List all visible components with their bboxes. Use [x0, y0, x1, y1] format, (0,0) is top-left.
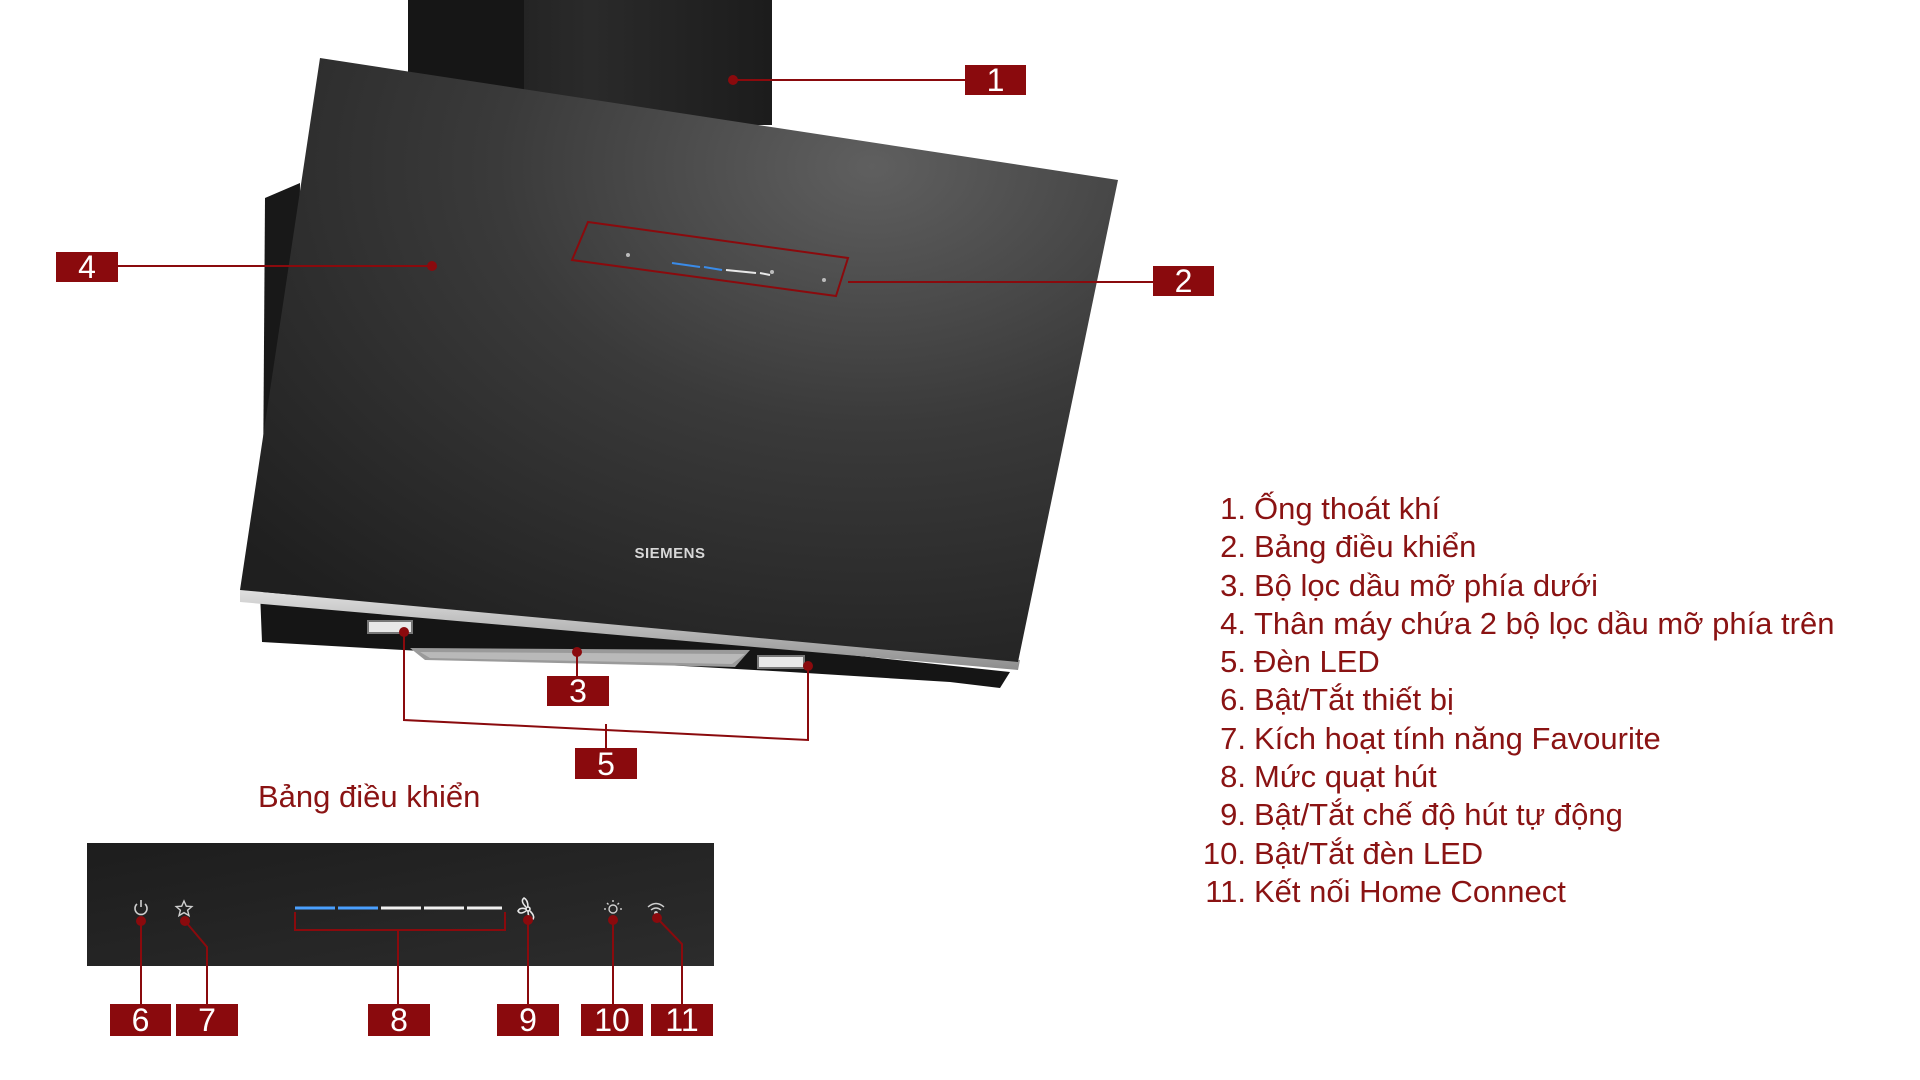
callout-3: 3 [547, 675, 609, 707]
legend-item-text: Thân máy chứa 2 bộ lọc dầu mỡ phía trên [1254, 605, 1835, 641]
leader-line-7 [184, 920, 208, 1004]
leader-dot-4 [427, 261, 437, 271]
legend-item-number: 2. [1220, 529, 1246, 565]
legend-item-number: 8. [1220, 759, 1246, 795]
legend-item-text: Kích hoạt tính năng Favourite [1254, 720, 1661, 756]
control-panel-title: Bảng điều khiển [258, 779, 481, 814]
legend-item: 8.Mức quạt hút [1192, 758, 1834, 796]
steel-trim [240, 590, 1020, 670]
legend-item: 7.Kích hoạt tính năng Favourite [1192, 720, 1834, 758]
legend-item-text: Bảng điều khiển [1254, 529, 1477, 565]
power-icon [134, 900, 148, 916]
glass-front-panel [240, 58, 1118, 662]
legend-item: 11.Kết nối Home Connect [1192, 873, 1834, 911]
legend-item-number: 4. [1220, 605, 1246, 641]
legend-item-number: 5. [1220, 644, 1246, 680]
callout-7: 7 [176, 1004, 238, 1036]
legend-item-number: 9. [1220, 797, 1246, 833]
callout-4: 4 [56, 251, 118, 283]
legend-item-text: Đèn LED [1254, 644, 1380, 680]
legend-item-number: 11. [1205, 873, 1246, 909]
lower-grease-filter-mesh [420, 652, 745, 664]
leader-dots [399, 75, 813, 671]
callout-10: 10 [581, 1004, 643, 1036]
strip-star-icon [626, 253, 630, 257]
legend-item: 6.Bật/Tắt thiết bị [1192, 681, 1834, 719]
legend-item: 1.Ống thoát khí [1192, 490, 1834, 528]
legend-item-text: Bộ lọc dầu mỡ phía dưới [1254, 567, 1599, 603]
fan-level-bar-1 [671, 262, 701, 268]
callout-9: 9 [497, 1004, 559, 1036]
leader-line-11 [656, 917, 683, 1004]
led-lamp-right [757, 655, 805, 669]
light-icon [604, 900, 622, 914]
callout-5: 5 [575, 748, 637, 780]
callout-1: 1 [965, 64, 1026, 96]
legend-item-number: 6. [1220, 682, 1246, 718]
legend-item: 3.Bộ lọc dầu mỡ phía dưới [1192, 567, 1834, 605]
legend-item-text: Kết nối Home Connect [1254, 873, 1566, 909]
brand-logo-text: SIEMENS [634, 545, 705, 562]
panel-leader-dots [136, 913, 662, 926]
legend-item-number: 3. [1220, 567, 1246, 603]
legend-item: 10.Bật/Tắt đèn LED [1192, 835, 1834, 873]
leader-dot-5-left [399, 627, 409, 637]
panel-leader-lines [140, 912, 683, 1004]
legend-item-text: Mức quạt hút [1254, 759, 1437, 795]
legend-item-number: 1. [1220, 491, 1246, 526]
callout-11: 11 [651, 1004, 713, 1036]
leader-dot-11 [652, 913, 662, 923]
legend-item-text: Bật/Tắt đèn LED [1254, 835, 1484, 871]
leader-dot-3 [572, 647, 582, 657]
leader-line-8-bracket [294, 912, 506, 931]
star-icon [174, 899, 194, 918]
legend-item-text: Bật/Tắt chế độ hút tự động [1254, 797, 1623, 833]
leader-dot-10 [608, 915, 618, 925]
leader-lines [118, 79, 1153, 748]
legend-item-number: 10. [1202, 835, 1246, 871]
legend-item: 5.Đèn LED [1192, 643, 1834, 681]
control-panel-closeup [87, 843, 714, 966]
legend-item: 9.Bật/Tắt chế độ hút tự động [1192, 796, 1834, 834]
leader-dot-5-right [803, 661, 813, 671]
legend-item: 4.Thân máy chứa 2 bộ lọc dầu mỡ phía trê… [1192, 605, 1834, 643]
fan-level-bar-3 [725, 269, 757, 274]
callout-6: 6 [110, 1004, 171, 1036]
leader-dot-9 [523, 915, 533, 925]
strip-fan-icon [770, 270, 774, 274]
fan-level-bar-4 [759, 272, 771, 276]
legend-item: 2.Bảng điều khiển [1192, 528, 1834, 566]
control-strip-outline [570, 220, 850, 298]
legend-item-text: Ống thoát khí [1254, 491, 1441, 526]
callout-2: 2 [1153, 265, 1214, 297]
leader-dot-6 [136, 916, 146, 926]
leader-dot-7 [180, 916, 190, 926]
strip-wifi-icon [822, 278, 826, 282]
callout-8: 8 [368, 1004, 430, 1036]
leader-dot-1 [728, 75, 738, 85]
fan-level-bar-2 [703, 266, 723, 271]
legend-item-text: Bật/Tắt thiết bị [1254, 682, 1454, 718]
legend-item-number: 7. [1220, 720, 1246, 756]
